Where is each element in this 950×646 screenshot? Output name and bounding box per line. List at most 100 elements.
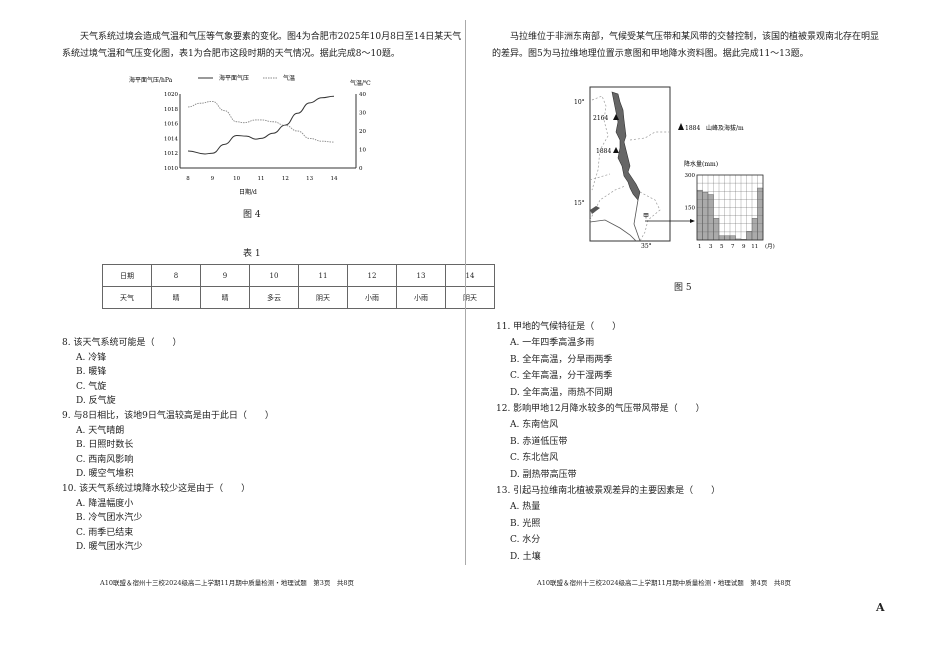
answer-option[interactable]: D. 土壤 [510, 551, 541, 562]
legend-value: 1884 [685, 125, 700, 132]
x-axis-title: 日期/d [239, 188, 257, 196]
x-tick-label: 10 [233, 176, 240, 182]
arrow-head-icon [690, 219, 695, 223]
question-stem: 10. 该天气系统过境降水较少这是由于（ ） [62, 483, 251, 494]
answer-option[interactable]: A. 天气晴朗 [76, 425, 125, 436]
right-footer: A10联盟＆宿州十三校2024级高二上学期11月期中质量检测・地理试题 第4页 … [537, 579, 792, 587]
bar-x-tick: 7 [731, 244, 735, 250]
question-stem: 9. 与8日相比，该地9日气温较高是由于此日（ ） [62, 410, 274, 421]
bar-x-tick: 9 [742, 244, 746, 250]
lat-10-label: 10° [574, 99, 585, 106]
bar-x-tick: 5 [720, 244, 724, 250]
question-stem: 13. 引起马拉维南北植被景观差异的主要因素是（ ） [496, 486, 721, 497]
answer-option[interactable]: B. 日照时数长 [76, 440, 134, 451]
question-stem: 11. 甲地的气候特征是（ ） [496, 322, 622, 332]
answer-option[interactable]: D. 全年高温，雨热不同期 [510, 387, 613, 398]
x-tick-label: 13 [306, 176, 313, 182]
bar-y-title: 降水量(mm) [684, 160, 718, 168]
place-jia-label: 甲 [643, 213, 649, 220]
y2-tick-label: 0 [359, 166, 363, 172]
table-header-cell: 12 [347, 264, 397, 287]
x-tick-label: 11 [258, 176, 265, 182]
peak-1884-label: 1884 [596, 148, 611, 155]
x-tick-label: 12 [282, 176, 289, 182]
bar-month-4 [713, 218, 720, 241]
y-tick-label: 1014 [164, 136, 178, 142]
peak-2164-label: 2164 [593, 115, 608, 122]
y-axis-title: 海平面气压/hPa [129, 76, 173, 84]
right-intro: 马拉维位于非洲东南部，气候受某气压带和某风带的交替控制，该国的植被景观南北存在明… [492, 32, 880, 59]
answer-option[interactable]: B. 暖锋 [76, 367, 107, 378]
answer-option[interactable]: C. 全年高温，分干湿两季 [510, 371, 613, 382]
lat-15-label: 15° [574, 200, 585, 207]
bar-month-1 [696, 189, 703, 241]
answer-option[interactable]: C. 西南风影响 [76, 454, 134, 465]
answer-option[interactable]: B. 光照 [510, 518, 541, 529]
table-cell: 阴天 [445, 286, 495, 309]
answer-option[interactable]: C. 东北信风 [510, 453, 559, 464]
table-header-cell: 11 [298, 264, 348, 287]
y2-tick-label: 40 [359, 92, 366, 98]
y2-axis-title: 气温/℃ [350, 79, 371, 87]
bar-y-tick: 300 [685, 173, 696, 179]
table-row-weather: 天气晴晴多云阴天小雨小雨阴天 [102, 286, 495, 309]
column-divider [465, 20, 466, 565]
answer-option[interactable]: A. 热量 [510, 502, 541, 513]
peak-icon [613, 147, 619, 153]
answer-option[interactable]: D. 反气旋 [76, 396, 116, 407]
figure-4-caption: 图 4 [243, 210, 261, 220]
question-stem: 12. 影响甲地12月降水较多的气压带风带是（ ） [496, 404, 705, 415]
legend-peak-icon [678, 123, 684, 130]
peak-icon [613, 114, 619, 120]
answer-option[interactable]: A. 降温幅度小 [76, 498, 134, 509]
border-line [589, 131, 670, 242]
answer-option[interactable]: A. 东南信风 [510, 420, 559, 431]
bar-month-6 [724, 235, 731, 241]
bar-month-12 [757, 187, 764, 241]
x-tick-label: 14 [331, 176, 338, 182]
answer-option[interactable]: A. 一年四季高温多雨 [510, 338, 595, 349]
y-tick-label: 1010 [164, 166, 178, 172]
table-cell: 晴 [200, 286, 250, 309]
bar-month-7 [729, 235, 736, 241]
legend-label-temp: 气温 [283, 74, 295, 82]
y2-tick-label: 20 [359, 129, 366, 135]
table-header-cell: 9 [200, 264, 250, 287]
table-header-cell: 日期 [102, 264, 152, 287]
answer-option[interactable]: C. 水分 [510, 535, 541, 546]
y2-tick-label: 10 [359, 148, 366, 154]
answer-option[interactable]: B. 全年高温，分旱雨两季 [510, 354, 613, 365]
series-line-temperature [187, 100, 335, 143]
bar-month-10 [746, 231, 753, 241]
answer-option[interactable]: D. 暖空气堆积 [76, 469, 134, 480]
answer-option[interactable]: B. 赤道低压带 [510, 436, 568, 447]
bar-y-tick: 150 [685, 206, 696, 212]
bar-x-tick: 3 [709, 244, 713, 250]
answer-option[interactable]: B. 冷气团水汽少 [76, 513, 143, 524]
y2-tick-label: 30 [359, 111, 366, 117]
y-tick-label: 1020 [164, 92, 178, 98]
table-1-caption: 表 1 [243, 249, 261, 259]
series-line-pressure [187, 95, 335, 155]
table-cell: 天气 [102, 286, 152, 309]
version-mark: A [876, 601, 885, 614]
left-intro: 天气系统过境会造成气温和气压等气象要素的变化。图4为合肥市2025年10月8日至… [62, 32, 462, 59]
table-header-cell: 10 [249, 264, 299, 287]
answer-option[interactable]: D. 暖气团水汽少 [76, 542, 143, 553]
answer-option[interactable]: D. 副热带高压带 [510, 469, 577, 480]
answer-option[interactable]: C. 气旋 [76, 381, 107, 392]
right-questions: 11. 甲地的气候特征是（ ） A. 一年四季高温多雨 B. 全年高温，分旱雨两季 C… [496, 319, 720, 565]
bar-month-11 [751, 218, 758, 241]
table-cell: 小雨 [396, 286, 446, 309]
lake-malawi [611, 91, 641, 201]
table-cell: 晴 [151, 286, 201, 309]
answer-option[interactable]: C. 雨季已结束 [76, 527, 134, 538]
bar-x-tick: 11 [751, 244, 758, 250]
lon-35-label: 35° [641, 243, 652, 250]
answer-option[interactable]: A. 冷锋 [76, 352, 107, 363]
